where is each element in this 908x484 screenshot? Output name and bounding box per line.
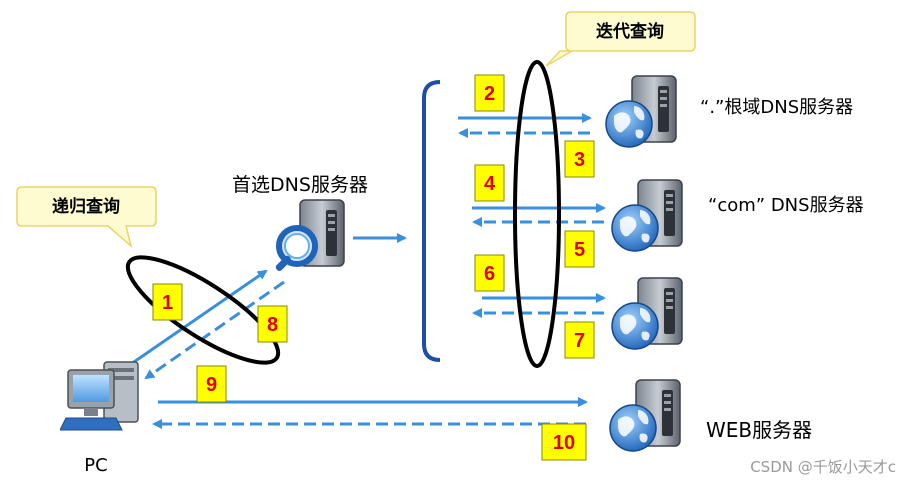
third-dns-server-icon <box>611 277 683 350</box>
pc-computer-icon <box>60 361 139 431</box>
iterative-query-callout: 迭代查询 <box>545 11 696 67</box>
step-number-3: 3 <box>574 149 585 171</box>
iterative-query-ellipse <box>513 60 561 368</box>
preferred-dns-label: 首选DNS服务器 <box>232 174 368 196</box>
step-number-4: 4 <box>484 173 496 195</box>
root-dns-label: “.”根域DNS服务器 <box>700 97 853 118</box>
iteration-bracket <box>422 80 441 362</box>
web-server-icon <box>609 379 681 452</box>
pc-label: PC <box>84 455 107 476</box>
web-server-label: WEB服务器 <box>706 418 812 442</box>
step-badge-6: 6 <box>474 254 505 292</box>
preferred-dns-server-icon <box>275 200 344 272</box>
step-badge-3: 3 <box>564 140 595 178</box>
csdn-watermark: CSDN @千饭小天才c <box>750 458 896 476</box>
step-number-2: 2 <box>484 83 495 105</box>
arrow-step-1 <box>130 269 268 366</box>
com-dns-label: “com” DNS服务器 <box>708 195 864 216</box>
recursive-query-callout: 递归查询 <box>16 186 157 249</box>
step-number-8: 8 <box>267 314 278 336</box>
step-badge-1: 1 <box>152 283 183 321</box>
com-dns-server-icon <box>611 179 683 252</box>
root-dns-server-icon <box>605 75 677 148</box>
step-number-5: 5 <box>574 239 585 261</box>
step-number-9: 9 <box>206 374 217 396</box>
iterative-query-label: 迭代查询 <box>596 21 664 42</box>
step-badge-5: 5 <box>564 230 595 268</box>
step-badge-8: 8 <box>257 305 288 343</box>
recursive-query-label: 递归查询 <box>52 196 120 217</box>
recursive-query-ellipse <box>125 255 281 365</box>
step-badge-10: 10 <box>541 423 587 461</box>
step-number-1: 1 <box>162 292 173 314</box>
step-number-7: 7 <box>574 330 585 352</box>
step-badge-4: 4 <box>474 164 505 202</box>
step-number-6: 6 <box>484 263 495 285</box>
step-number-10: 10 <box>553 432 575 454</box>
arrow-step-8 <box>144 280 285 380</box>
step-badge-7: 7 <box>564 321 595 359</box>
step-badge-2: 2 <box>474 74 505 112</box>
step-badge-9: 9 <box>196 365 227 403</box>
